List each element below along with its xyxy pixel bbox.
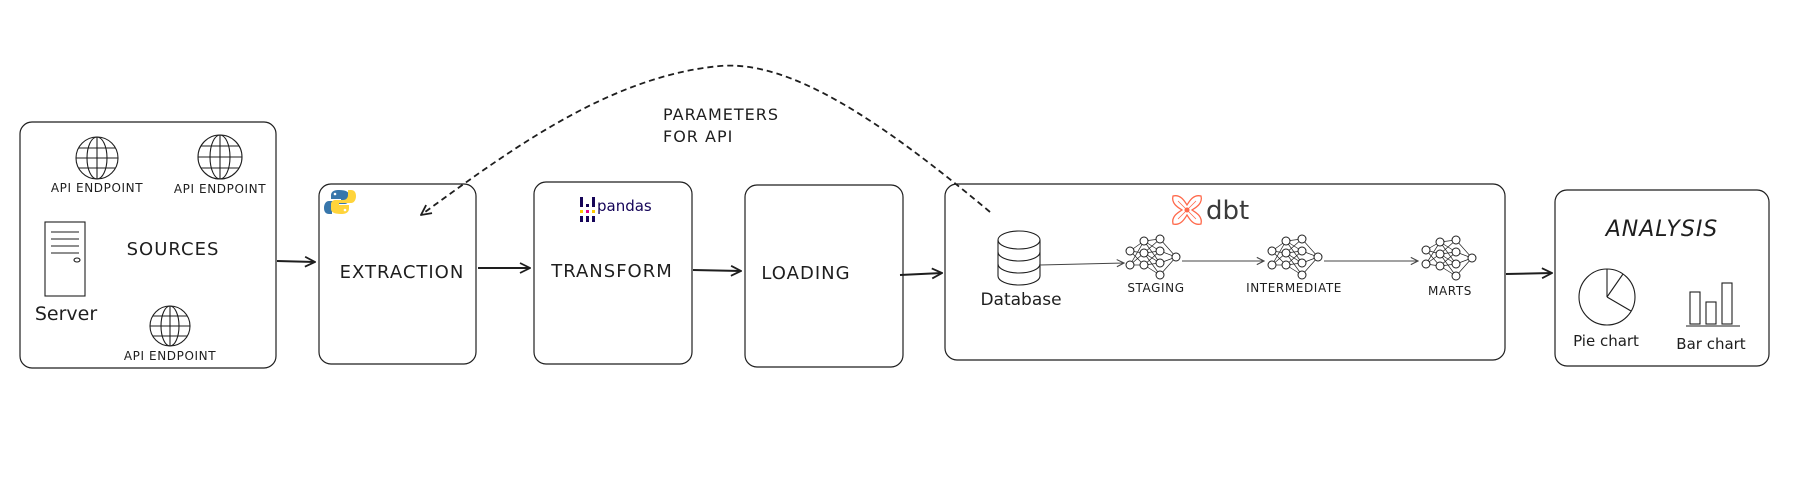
globe-icon xyxy=(149,305,191,347)
sources-box: API ENDPOINT API ENDPOINT Server SOURCES xyxy=(19,121,277,369)
intermediate-label: INTERMEDIATE xyxy=(1246,281,1342,295)
extraction-title: EXTRACTION xyxy=(340,262,465,283)
feedback-arrow xyxy=(421,64,991,215)
arrow-dbt-analysis xyxy=(1505,273,1552,274)
globe-icon xyxy=(197,134,243,180)
pandas-icon xyxy=(580,197,595,222)
feedback-label-line2: FOR API xyxy=(663,127,733,146)
sources-title: SOURCES xyxy=(127,239,220,260)
bar-chart-label: Bar chart xyxy=(1676,335,1746,353)
staging-label: STAGING xyxy=(1127,281,1184,295)
arrow-sources-extraction xyxy=(276,261,315,262)
endpoint-label-3: API ENDPOINT xyxy=(124,349,216,363)
bar-chart-icon xyxy=(1686,282,1740,327)
arrow-loading-dbt xyxy=(899,273,942,275)
loading-title: LOADING xyxy=(761,263,850,284)
extraction-box: EXTRACTION xyxy=(318,183,477,365)
globe-icon xyxy=(75,136,119,180)
endpoint-label-2: API ENDPOINT xyxy=(174,182,266,196)
endpoint-label-1: API ENDPOINT xyxy=(51,181,143,195)
dbt-wordmark: dbt xyxy=(1206,196,1249,226)
neural-network-icon xyxy=(1267,234,1323,280)
server-icon xyxy=(44,221,86,297)
marts-label: MARTS xyxy=(1428,284,1472,298)
database-label: Database xyxy=(980,290,1061,310)
python-icon xyxy=(324,190,356,214)
pie-chart-icon xyxy=(1578,268,1636,326)
feedback-label-line1: PARAMETERS xyxy=(663,105,779,124)
pie-chart-label: Pie chart xyxy=(1573,332,1639,350)
dbt-box: dbt Database STAGING xyxy=(944,183,1506,361)
neural-network-icon xyxy=(1421,235,1477,281)
arrow-database-staging xyxy=(1039,263,1124,265)
dbt-icon xyxy=(1172,195,1202,225)
analysis-box: ANALYSIS Pie chart Bar chart xyxy=(1554,189,1770,367)
database-icon xyxy=(997,230,1041,286)
arrow-transform-loading xyxy=(692,270,741,271)
server-label: Server xyxy=(35,303,97,325)
pandas-wordmark: pandas xyxy=(597,197,652,215)
transform-title: TRANSFORM xyxy=(550,261,673,282)
loading-box: LOADING xyxy=(744,184,904,368)
neural-network-icon xyxy=(1125,234,1181,280)
analysis-title: ANALYSIS xyxy=(1604,217,1719,242)
transform-box: pandas TRANSFORM xyxy=(533,181,693,365)
